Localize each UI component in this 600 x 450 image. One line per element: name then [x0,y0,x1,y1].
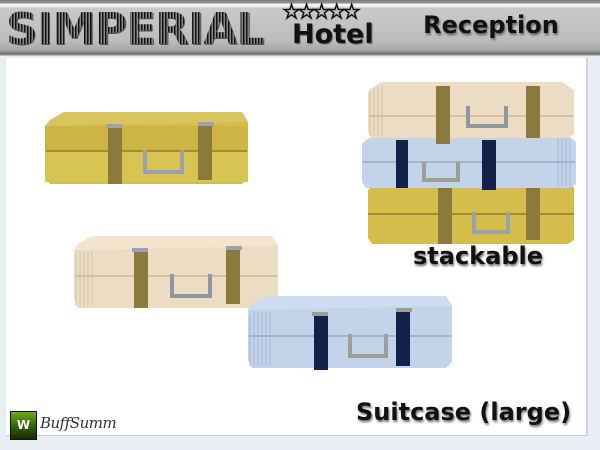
stackable-caption: stackable [413,242,544,270]
creator-logo-icon: W [10,411,37,440]
brand-subtitle: Hotel [292,19,374,50]
section-title: Reception [423,11,559,39]
header-banner: SIMPERIAL ★★★★★ Hotel Reception [0,0,600,56]
brand-title: SIMPERIAL [6,4,264,55]
yellow-suitcase-image [42,110,252,190]
blue-suitcase-image [246,294,456,374]
beige-suitcase-image [72,234,282,314]
product-name-caption: Suitcase (large) [356,398,572,426]
creator-signature: BuffSumm [40,414,117,432]
five-star-icon: ★★★★★ [282,1,361,23]
stacked-suitcases-image [362,82,580,246]
